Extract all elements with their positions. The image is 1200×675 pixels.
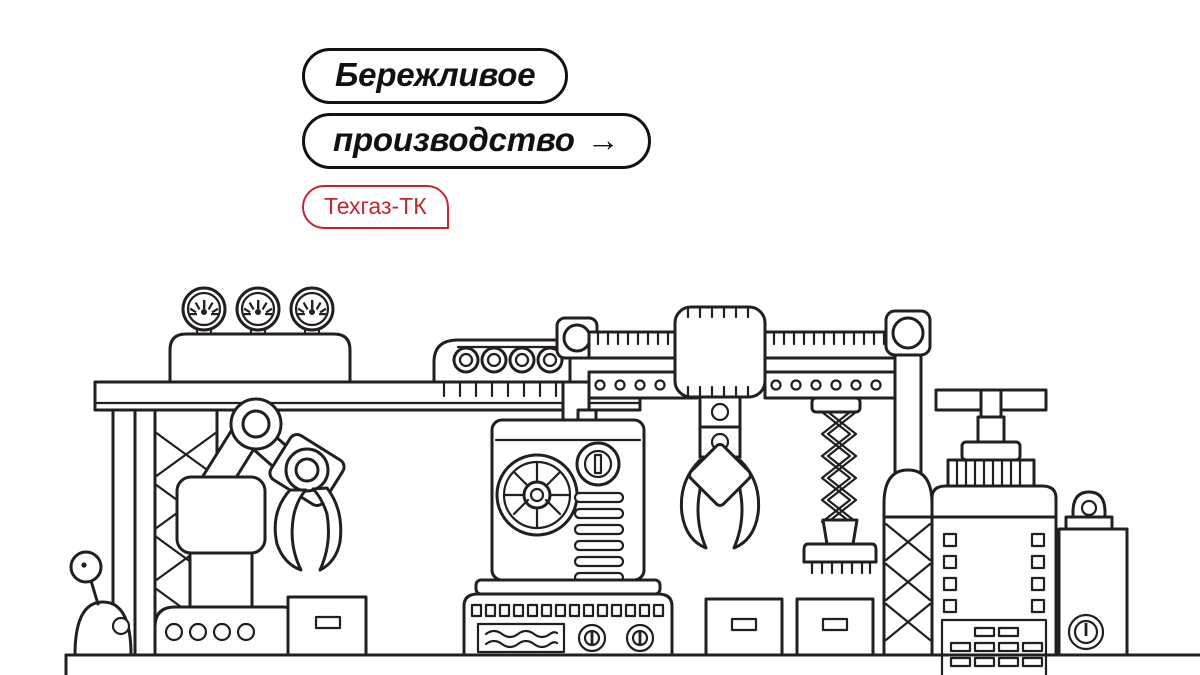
press-screw: [976, 415, 1006, 447]
roller-beam-ticks: [442, 381, 558, 398]
tower-right-braces: [884, 522, 932, 642]
brand-name-text: Техгаз-ТК: [324, 192, 427, 219]
robot-claw-right-finger: [311, 486, 343, 572]
suction-neck: [821, 518, 859, 546]
conveyor-rollers: [452, 346, 564, 374]
pressure-gauge-icon: [235, 286, 281, 340]
factory-illustration: [64, 286, 1200, 675]
side-cabinet: [1057, 490, 1129, 657]
scissor-linkage: [820, 410, 858, 524]
power-button-icon: [1067, 613, 1105, 651]
scissor-lift-unit: [802, 396, 878, 575]
scissor-mount: [810, 396, 862, 414]
base-indicator-lights: [164, 622, 256, 642]
robot-shoulder-joint: [229, 397, 283, 451]
machine-waveform-display: [476, 622, 566, 654]
headline-line2-text: производство: [333, 121, 575, 158]
lever-dome-base: [73, 600, 133, 657]
press-machine: [930, 388, 1058, 675]
lever-ball-knob: [69, 550, 103, 584]
base-tooth-strip: [470, 603, 665, 618]
crate-label-slot: [314, 615, 342, 630]
central-machine: [462, 408, 674, 657]
gantry-post-right: [884, 309, 932, 477]
pressure-gauge-icon: [289, 286, 335, 340]
robot-elbow-joint: [284, 447, 330, 493]
machine-fan-wheel: [495, 453, 579, 537]
crate-label-slot: [730, 617, 758, 632]
conveyor-roller-unit: [432, 338, 572, 398]
suction-teeth: [810, 560, 872, 575]
headline-pill-line2: производство →: [302, 113, 651, 169]
tower-dome-cap: [882, 468, 934, 522]
headline-line1-text: Бережливое: [335, 56, 536, 93]
pressure-gauge-group: [168, 286, 352, 395]
machine-knob: [575, 441, 621, 487]
machine-base-knobs: [577, 623, 655, 653]
lever-pivot: [111, 616, 131, 636]
press-shoulder: [960, 440, 1022, 462]
robot-body-block: [175, 475, 267, 555]
cnc-head-block: [673, 305, 767, 550]
suction-head: [802, 542, 878, 564]
pressure-gauge-icon: [181, 286, 227, 340]
headline-pill-line1: Бережливое: [302, 48, 569, 104]
robot-claw-left-finger: [273, 488, 308, 572]
machine-base-left: [153, 605, 305, 657]
keypad-buttons: [949, 626, 1044, 668]
crate-center-2: [795, 597, 875, 657]
arrow-right-icon: →: [586, 120, 620, 158]
cnc-head-ticks: [686, 305, 750, 399]
gauge-manifold-housing: [168, 332, 352, 384]
crate-center-1: [704, 597, 784, 657]
crate-left: [286, 595, 368, 657]
control-lever: [69, 550, 133, 657]
press-cap: [930, 484, 1058, 522]
press-rivets: [942, 532, 1046, 614]
brand-badge: Техгаз-ТК: [302, 185, 449, 229]
gantry-right-column: [893, 353, 923, 477]
lattice-tower-right: [882, 468, 934, 657]
robot-column: [188, 551, 254, 609]
crate-label-slot: [821, 617, 849, 632]
overhead-beam-left: [93, 380, 642, 412]
machine-base-lip: [474, 578, 662, 596]
headline-block: Бережливое производство → Техгаз-ТК: [302, 48, 651, 229]
pick-claw-diamond: [688, 443, 752, 507]
